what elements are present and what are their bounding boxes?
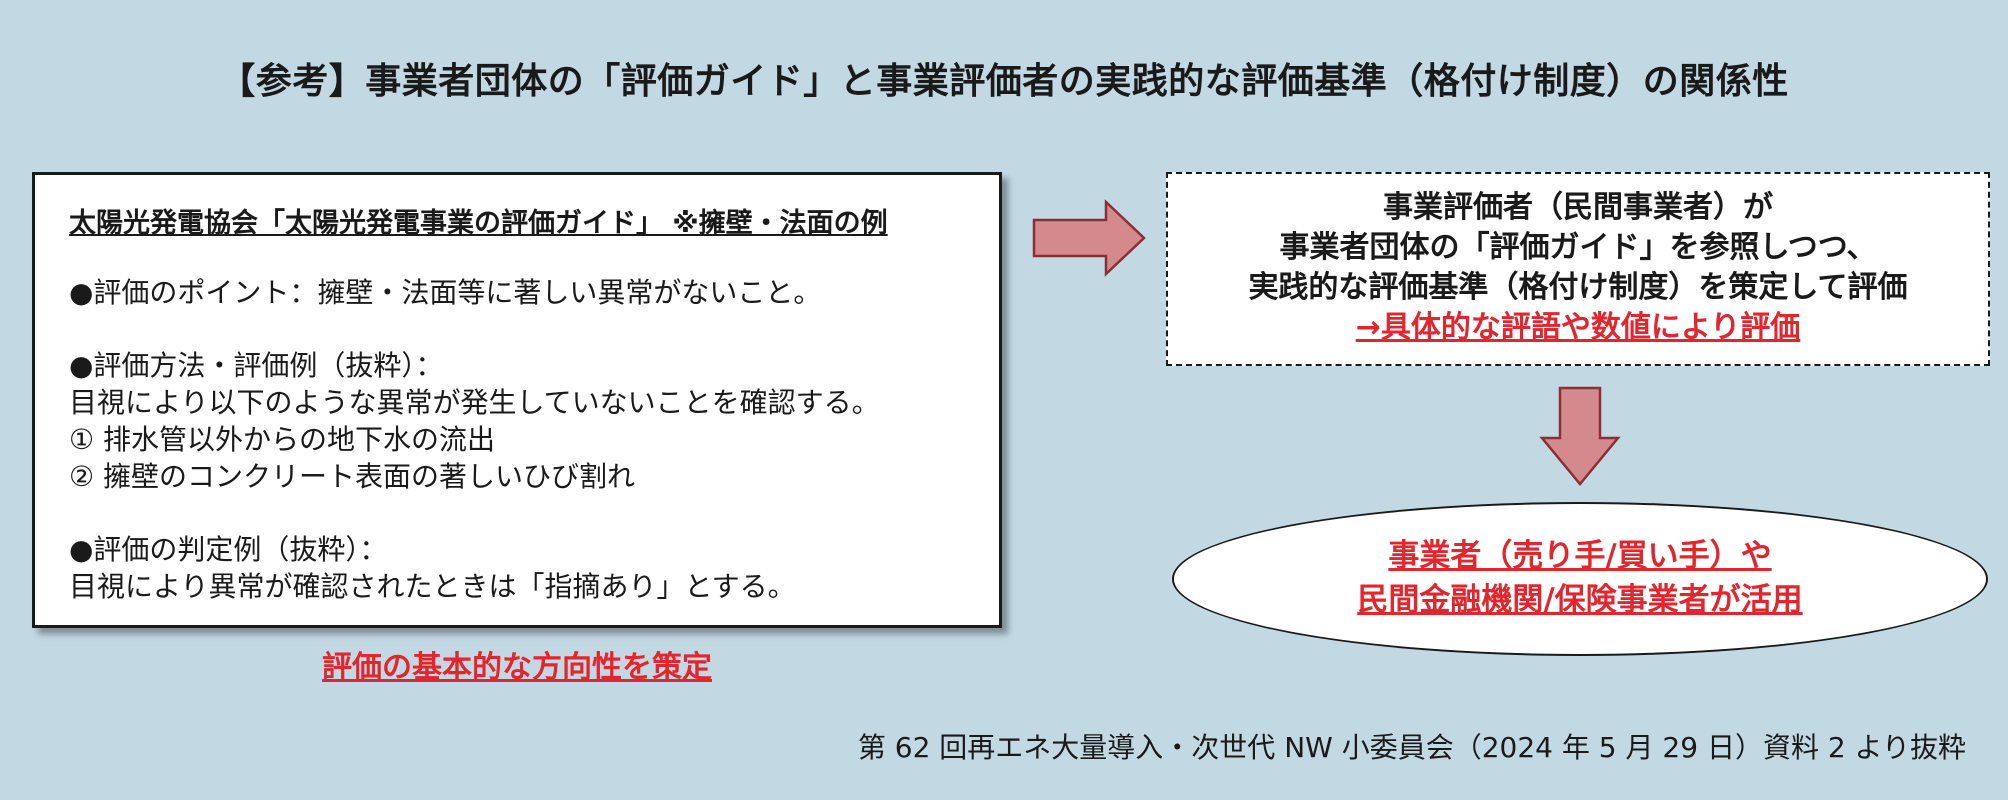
guide-method-heading: ●評価方法・評価例（抜粋）： [69,349,444,382]
guide-box: 太陽光発電協会「太陽光発電事業の評価ガイド」 ※擁壁・法面の例 ●評価のポイント… [32,172,1002,628]
guide-heading: 太陽光発電協会「太陽光発電事業の評価ガイド」 ※擁壁・法面の例 [69,208,888,239]
guide-judge-heading: ●評価の判定例（抜粋）： [69,533,388,566]
guide-caption: 評価の基本的な方向性を策定 [322,650,712,685]
guide-method-line-1: 目視により以下のような異常が発生していないことを確認する。 [69,386,880,419]
users-line-2: 民間金融機関/保険事業者が活用 [1357,582,1803,618]
evaluator-line-1: 事業評価者（民間事業者）が [1383,190,1773,225]
evaluator-highlight: →具体的な評語や数値により評価 [1355,310,1801,345]
users-line-1: 事業者（売り手/買い手）や [1388,538,1772,574]
guide-point: ●評価のポイント：擁壁・法面等に著しい異常がないこと。 [69,276,822,309]
arrow-down-icon [1539,386,1621,486]
arrow-right-icon [1032,199,1146,277]
source-note: 第 62 回再エネ大量導入・次世代 NW 小委員会（2024 年 5 月 29 … [857,731,1966,764]
evaluator-line-2: 事業者団体の「評価ガイド」を参照しつつ、 [1279,230,1877,265]
evaluator-line-3: 実践的な評価基準（格付け制度）を策定して評価 [1248,270,1908,305]
guide-method-line-2: ① 排水管以外からの地下水の流出 [69,423,496,456]
evaluator-box: 事業評価者（民間事業者）が 事業者団体の「評価ガイド」を参照しつつ、 実践的な評… [1166,172,1990,366]
guide-method-line-3: ② 擁壁のコンクリート表面の著しいひび割れ [69,460,636,493]
users-ellipse: 事業者（売り手/買い手）や 民間金融機関/保険事業者が活用 [1172,502,1988,656]
guide-judge-line: 目視により異常が確認されたときは「指摘あり」とする。 [69,570,796,603]
page-title: 【参考】事業者団体の「評価ガイド」と事業評価者の実践的な評価基準（格付け制度）の… [219,61,1789,102]
